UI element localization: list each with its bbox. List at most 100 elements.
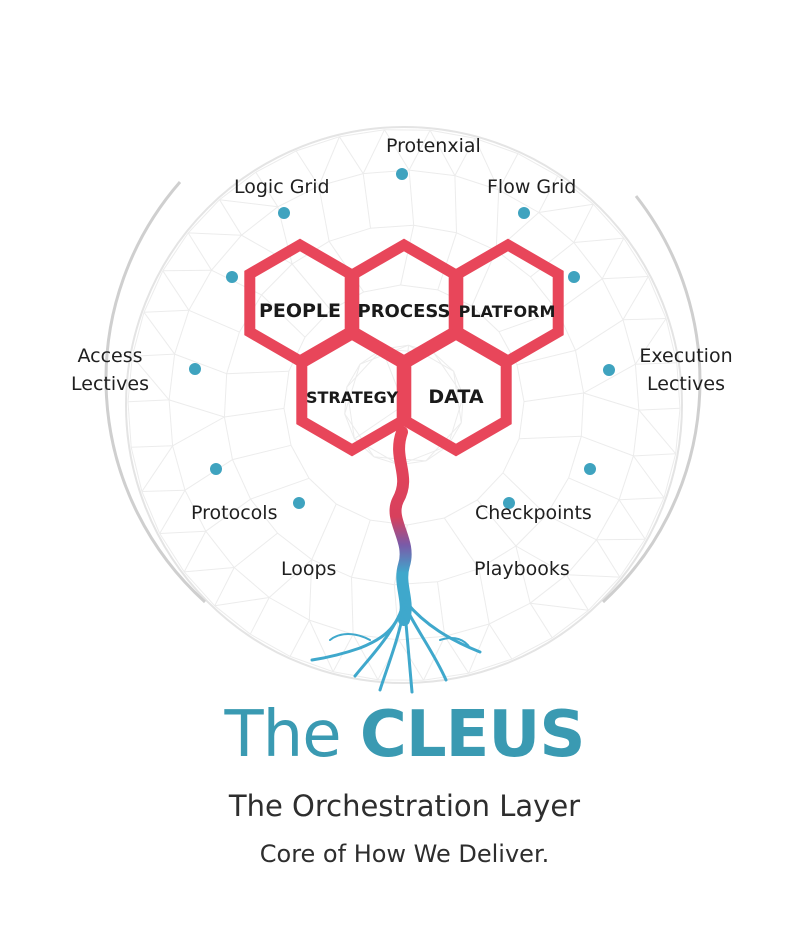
mesh-line — [232, 459, 251, 500]
mesh-line — [633, 453, 676, 457]
mesh-line — [557, 175, 594, 205]
mesh-line — [622, 319, 636, 365]
mesh-line — [623, 237, 649, 277]
node-dot — [189, 363, 201, 375]
mesh-line — [335, 503, 371, 521]
mesh-line — [530, 602, 589, 611]
mesh-line — [622, 276, 649, 321]
mesh-line — [468, 658, 513, 674]
mesh-line — [444, 499, 478, 519]
node-dot — [226, 271, 238, 283]
mesh-line — [575, 350, 585, 394]
mesh-line — [174, 353, 227, 375]
mesh-line — [618, 499, 646, 540]
mesh-line — [638, 407, 681, 411]
mesh-line — [344, 413, 375, 458]
mesh-line — [143, 309, 189, 313]
mesh-line — [168, 399, 174, 446]
mesh-line — [675, 408, 681, 454]
orbit-nodes — [189, 168, 615, 509]
mesh-line — [437, 568, 480, 583]
subtitle: The Orchestration Layer — [228, 789, 581, 823]
mesh-line — [398, 639, 424, 681]
hex-data — [400, 327, 512, 457]
brand-cleus: CLEUS — [359, 698, 586, 772]
mesh-line — [429, 129, 456, 176]
mesh-line — [226, 331, 240, 374]
mesh-line — [159, 533, 185, 573]
mesh-line — [538, 175, 559, 213]
mesh-line — [523, 392, 584, 403]
mesh-line — [515, 514, 547, 547]
mesh-line — [498, 153, 519, 191]
mesh-line — [430, 129, 475, 139]
mesh-line — [632, 410, 640, 456]
label-access: Access — [77, 345, 143, 367]
node-dot — [568, 271, 580, 283]
mesh-line — [127, 401, 132, 448]
mesh-line — [370, 224, 414, 229]
mesh-line — [183, 530, 207, 573]
label-flow-grid: Flow Grid — [487, 176, 577, 198]
mesh-line — [187, 199, 220, 234]
label-playbooks: Playbooks — [474, 558, 570, 580]
mesh-line — [618, 455, 634, 500]
mesh-line — [399, 445, 449, 466]
mesh-line — [519, 435, 582, 440]
node-dot — [603, 364, 615, 376]
label-checkpoints: Checkpoints — [475, 502, 592, 524]
label-lectives-left: Lectives — [71, 373, 149, 395]
mesh-line — [596, 499, 620, 541]
mesh-line — [188, 309, 240, 333]
mesh-line — [224, 407, 285, 418]
mesh-line — [384, 129, 431, 131]
mesh-line — [632, 455, 665, 498]
mesh-line — [131, 355, 170, 401]
mesh-line — [566, 574, 620, 578]
mesh-line — [174, 310, 190, 355]
mesh-line — [168, 354, 176, 400]
mesh-line — [573, 237, 624, 243]
mesh-line — [308, 559, 313, 621]
node-dot — [210, 463, 222, 475]
mesh-line — [408, 170, 415, 226]
mesh-line — [557, 278, 603, 312]
label-loops: Loops — [281, 558, 337, 580]
mesh-line — [226, 370, 289, 375]
mesh-line — [304, 309, 332, 338]
mesh-line — [518, 401, 525, 439]
mesh-line — [596, 538, 646, 541]
mesh-line — [502, 472, 547, 516]
hex-label-people: PEOPLE — [259, 300, 341, 322]
mesh-line — [344, 413, 355, 439]
mesh-line — [468, 623, 490, 674]
mesh-line — [400, 225, 415, 286]
right-arc — [601, 195, 702, 604]
mesh-line — [478, 568, 490, 625]
left-arc — [104, 181, 207, 604]
mesh-line — [346, 387, 355, 439]
mesh-line — [516, 364, 525, 402]
node-dot — [584, 463, 596, 475]
mesh-line — [277, 185, 320, 208]
mesh-line — [283, 408, 292, 446]
mesh-line — [538, 203, 594, 213]
mesh-line — [478, 545, 517, 570]
mesh-line — [184, 489, 207, 532]
mesh-line — [250, 477, 310, 500]
node-dot — [293, 497, 305, 509]
mesh-line — [261, 263, 293, 296]
root-tree — [310, 426, 482, 694]
mesh-line — [351, 519, 371, 578]
mesh-line — [444, 636, 470, 674]
mesh-line — [127, 356, 133, 402]
label-protocols: Protocols — [191, 502, 278, 524]
mesh-line — [634, 364, 640, 411]
brand-the: The — [224, 698, 342, 772]
mesh-line — [268, 559, 313, 598]
mesh-line — [223, 373, 228, 418]
mesh-line — [363, 284, 401, 293]
mesh-line — [663, 453, 677, 498]
mesh-line — [498, 310, 558, 333]
mesh-line — [338, 136, 364, 174]
